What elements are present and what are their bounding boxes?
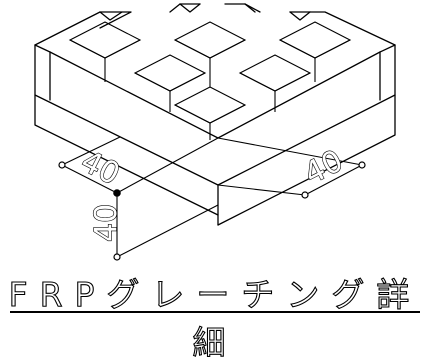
title-underline	[10, 311, 420, 313]
drawing-title: FRPグレーチング詳細	[8, 274, 422, 362]
dimension-nodes	[58, 161, 366, 261]
dimension-width-left: 40	[75, 144, 125, 193]
dimension-width-right: 40	[299, 143, 349, 192]
frp-grating-isometric-drawing: 40 40 40	[34, 3, 396, 261]
dimension-lines	[61, 136, 363, 258]
grating-outline	[34, 3, 396, 226]
dimension-height: 40	[89, 204, 124, 242]
